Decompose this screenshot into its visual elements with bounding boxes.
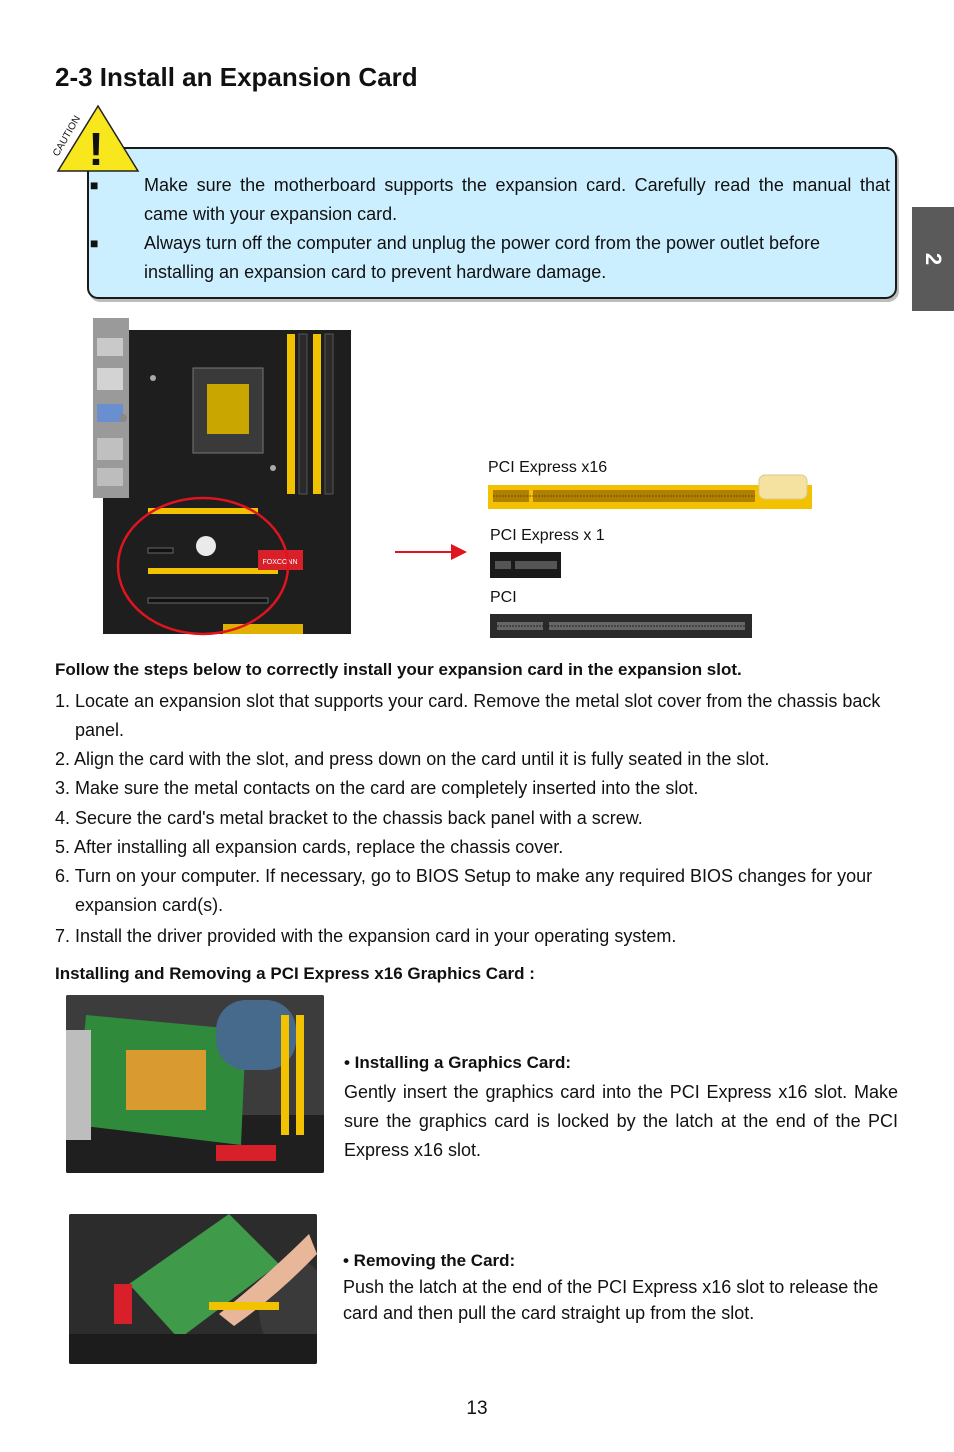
board-brand-label: FOXCONN: [263, 559, 298, 566]
step-item: 7. Install the driver provided with the …: [55, 922, 905, 951]
motherboard-image: FOXCONN: [93, 318, 351, 636]
pcie-x16-slot: [488, 474, 812, 509]
step-text: 5. After installing all expansion cards,…: [55, 837, 564, 857]
caution-box: [87, 147, 897, 299]
caution-bullet: ■ Make sure the motherboard supports the…: [90, 171, 890, 229]
chapter-number: 2: [921, 252, 946, 266]
step-item: 1. Locate an expansion slot that support…: [55, 687, 905, 745]
pci-slot: [490, 614, 752, 638]
page-title: 2-3 Install an Expansion Card: [55, 62, 418, 92]
install-body: Gently insert the graphics card into the…: [344, 1082, 898, 1160]
caution-bullet-text: Always turn off the computer and unplug …: [144, 233, 821, 282]
caution-icon: ! CAUTION: [51, 104, 140, 175]
pcie-x1-label: PCI Express x 1: [490, 527, 605, 544]
page-number: 13: [466, 1398, 488, 1419]
graphics-card-heading: Installing and Removing a PCI Express x1…: [55, 964, 535, 983]
pcie-x1-slot: [490, 552, 561, 578]
step-text: 7. Install the driver provided with the …: [55, 926, 677, 946]
step-text: 3. Make sure the metal contacts on the c…: [55, 778, 699, 798]
step-text: 4. Secure the card's metal bracket to th…: [55, 808, 643, 828]
step-text: 1. Locate an expansion slot that support…: [55, 691, 881, 740]
instructions-heading: Follow the steps below to correctly inst…: [55, 660, 742, 679]
step-text: 6. Turn on your computer. If necessary, …: [55, 866, 873, 915]
step-item: 3. Make sure the metal contacts on the c…: [55, 774, 905, 803]
bullet-marker: ■: [90, 177, 99, 193]
install-title: • Installing a Graphics Card:: [344, 1053, 572, 1072]
step-item: 2. Align the card with the slot, and pre…: [55, 745, 905, 774]
remove-title: • Removing the Card:: [343, 1251, 516, 1270]
caution-exclamation: !: [88, 123, 103, 175]
caution-bullet-text: Make sure the motherboard supports the e…: [144, 175, 890, 224]
pcie-x16-label: PCI Express x16: [488, 459, 608, 476]
pointer-arrow: [395, 544, 467, 560]
install-card-photo: [66, 995, 324, 1173]
step-item: 5. After installing all expansion cards,…: [55, 833, 905, 862]
bullet-marker: ■: [90, 235, 99, 251]
pci-label: PCI: [490, 589, 517, 606]
remove-body: Push the latch at the end of the PCI Exp…: [343, 1277, 879, 1323]
chapter-tab: 2: [912, 207, 954, 311]
remove-card-photo: [69, 1214, 317, 1364]
step-item: 4. Secure the card's metal bracket to th…: [55, 804, 905, 833]
caution-bullet: ■ Always turn off the computer and unplu…: [90, 229, 890, 287]
step-text: 2. Align the card with the slot, and pre…: [55, 749, 770, 769]
step-item: 6. Turn on your computer. If necessary, …: [55, 862, 905, 920]
